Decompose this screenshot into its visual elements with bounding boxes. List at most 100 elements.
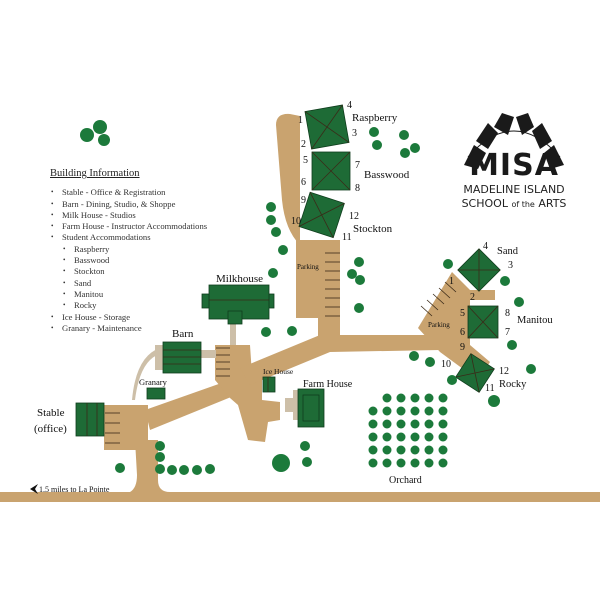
building-manitou[interactable] — [467, 305, 499, 339]
unit-number: 1 — [298, 115, 303, 126]
tree-icon — [424, 445, 434, 455]
tree-icon — [179, 465, 189, 475]
tree-icon — [382, 458, 392, 468]
legend-sub-item: Sand — [63, 278, 207, 290]
tree-icon — [155, 464, 165, 474]
label-stockton: Stockton — [353, 223, 393, 235]
logo-line-2: SCHOOL of the ARTS — [454, 197, 574, 212]
tree-icon — [266, 202, 276, 212]
building-granary[interactable] — [146, 387, 166, 400]
tree-icon — [287, 326, 297, 336]
tree-icon — [272, 454, 290, 472]
unit-number: 2 — [470, 292, 475, 303]
building-milkhouse[interactable] — [201, 284, 275, 325]
logo-word-school: SCHOOL — [461, 197, 512, 210]
unit-number: 9 — [460, 342, 465, 353]
tree-icon — [410, 419, 420, 429]
tree-icon — [155, 452, 165, 462]
tree-icon — [368, 458, 378, 468]
tree-icon — [410, 393, 420, 403]
tree-icon — [443, 259, 453, 269]
building-rocky[interactable] — [455, 353, 495, 393]
legend-title: Building Information — [50, 168, 140, 179]
building-information-legend: Building Information Stable - Office & R… — [50, 168, 207, 334]
tree-icon — [410, 432, 420, 442]
tree-icon — [438, 406, 448, 416]
unit-number: 3 — [508, 260, 513, 271]
parking-stripes — [105, 252, 457, 444]
tree-icon — [488, 395, 500, 407]
tree-icon — [424, 406, 434, 416]
tree-icon — [410, 143, 420, 153]
tree-icon — [354, 303, 364, 313]
label-orchard: Orchard — [389, 475, 422, 486]
tree-icon — [447, 375, 457, 385]
tree-icon — [372, 140, 382, 150]
legend-item: Granary - Maintenance — [51, 323, 207, 335]
unit-number: 8 — [355, 183, 360, 194]
tree-icon — [400, 148, 410, 158]
unit-number: 11 — [485, 383, 495, 394]
building-barn[interactable] — [162, 341, 202, 374]
label-parking-east: Parking — [428, 321, 450, 329]
tree-icon — [167, 465, 177, 475]
label-office: (office) — [34, 423, 67, 435]
tree-icon — [500, 276, 510, 286]
unit-number: 10 — [291, 216, 301, 227]
label-ice-house: Ice House — [263, 367, 294, 376]
label-raspberry: Raspberry — [352, 112, 398, 124]
building-sand[interactable] — [457, 248, 501, 292]
tree-icon — [347, 269, 357, 279]
tree-icon — [396, 432, 406, 442]
tree-icon — [93, 120, 107, 134]
tree-icon — [438, 445, 448, 455]
roads — [0, 113, 600, 502]
label-rocky: Rocky — [499, 379, 527, 390]
tree-icon — [382, 445, 392, 455]
building-raspberry[interactable] — [304, 104, 350, 150]
tree-icon — [354, 257, 364, 267]
unit-number: 12 — [499, 366, 509, 377]
unit-number: 12 — [349, 211, 359, 222]
tree-icon — [261, 327, 271, 337]
tree-icon — [98, 134, 110, 146]
tree-icon — [192, 465, 202, 475]
unit-number: 9 — [301, 195, 306, 206]
unit-number: 7 — [355, 160, 360, 171]
buildings — [75, 104, 501, 437]
tree-icon — [115, 463, 125, 473]
logo-word-of-the: of the — [511, 200, 535, 209]
unit-number: 1 — [449, 276, 454, 287]
building-basswood[interactable] — [311, 151, 351, 191]
building-stable[interactable] — [75, 402, 105, 437]
tree-icon — [526, 364, 536, 374]
legend-item: Milk House - Studios — [51, 210, 207, 222]
tree-icon — [266, 215, 276, 225]
east-parking — [418, 272, 495, 380]
tree-icon — [438, 393, 448, 403]
label-stable: Stable — [37, 407, 65, 419]
tree-icon — [410, 406, 420, 416]
building-farm-house[interactable] — [297, 388, 325, 428]
misa-logo-icon — [464, 113, 564, 169]
label-manitou: Manitou — [517, 315, 553, 326]
building-stockton[interactable] — [298, 191, 345, 239]
tree-icon — [355, 275, 365, 285]
main-road — [0, 492, 600, 502]
legend-sub-item: Manitou — [63, 289, 207, 301]
tree-icon — [438, 458, 448, 468]
tree-icon — [424, 432, 434, 442]
tree-icon — [382, 393, 392, 403]
unit-number: 4 — [483, 241, 488, 252]
legend-sub-item: Stockton — [63, 266, 207, 278]
stable-road — [145, 380, 236, 430]
building-ice-house[interactable] — [262, 376, 276, 393]
tree-icon — [368, 406, 378, 416]
unit-number: 2 — [301, 139, 306, 150]
tree-icon — [396, 419, 406, 429]
unit-number: 5 — [460, 308, 465, 319]
label-sand: Sand — [497, 246, 519, 257]
unit-number: 4 — [347, 100, 352, 111]
tree-icon — [425, 357, 435, 367]
unit-number: 5 — [303, 155, 308, 166]
